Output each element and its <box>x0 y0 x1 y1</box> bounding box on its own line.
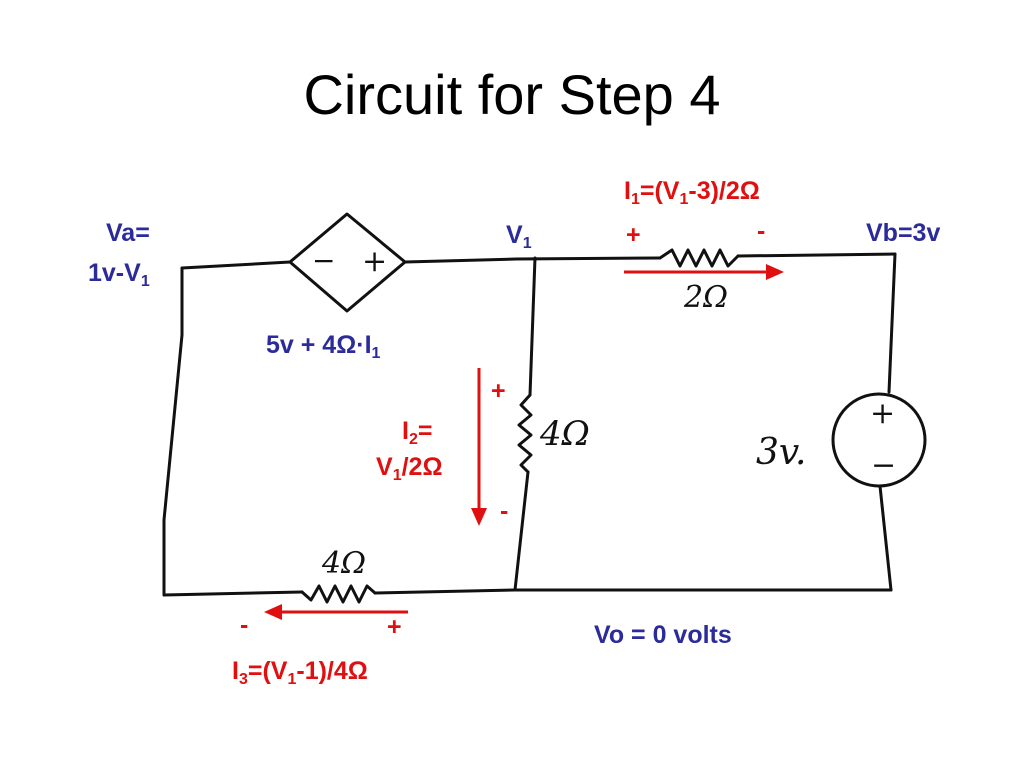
wire-right-lower <box>878 484 893 592</box>
i1-minus: - <box>757 217 766 245</box>
va-label-line2: 1v-V1 <box>88 259 150 290</box>
i1-plus: + <box>626 221 641 249</box>
wire-top-right <box>736 252 897 258</box>
source-3v-minus: − <box>871 448 897 483</box>
wire-bottom-left <box>373 588 517 595</box>
i1-label: I1=(V1-3)/2Ω <box>624 177 760 208</box>
i3-plus: + <box>387 613 402 641</box>
resistor-2-ohm-label: 2Ω <box>684 280 728 315</box>
wire-bottom-far-left <box>162 590 304 597</box>
vb-label: Vb=3v <box>866 219 941 247</box>
wire-middle-upper <box>528 256 537 397</box>
dep-source-plus: + <box>362 244 388 279</box>
i2-plus: + <box>491 377 506 405</box>
arrow-i3-head <box>264 604 282 620</box>
wire-middle-lower <box>513 470 530 592</box>
resistor-2-ohm <box>658 248 740 268</box>
i3-label: I3=(V1-1)/4Ω <box>232 657 368 688</box>
arrow-i1-head <box>766 264 784 280</box>
i2-label-line2: V1/2Ω <box>376 453 443 484</box>
wire-right-upper <box>887 252 897 394</box>
i2-label-line1: I2= <box>402 417 433 448</box>
source-3v-plus: + <box>870 396 896 431</box>
v1-node-label: V1 <box>506 221 532 252</box>
resistor-4-ohm-bottom <box>300 584 377 604</box>
slide-title: Circuit for Step 4 <box>303 63 721 126</box>
wire-left <box>162 266 184 597</box>
wire-top-middle <box>403 256 662 264</box>
vo-label: Vo = 0 volts <box>594 621 732 649</box>
resistor-4-ohm-bottom-label: 4Ω <box>322 546 366 581</box>
i2-minus: - <box>500 497 509 525</box>
dep-source-minus: − <box>312 244 336 277</box>
arrow-i2-head <box>471 508 487 526</box>
dependent-source-diamond <box>288 212 407 313</box>
va-label-line1: Va= <box>106 219 150 247</box>
source-3v-label: 3v. <box>756 432 807 473</box>
resistor-4-ohm-middle-label: 4Ω <box>540 414 590 454</box>
resistor-4-ohm-middle <box>517 393 533 474</box>
i3-minus: - <box>240 611 249 639</box>
wire-top-left <box>180 260 292 270</box>
dependent-source-label: 5v + 4Ω·I1 <box>266 331 381 362</box>
